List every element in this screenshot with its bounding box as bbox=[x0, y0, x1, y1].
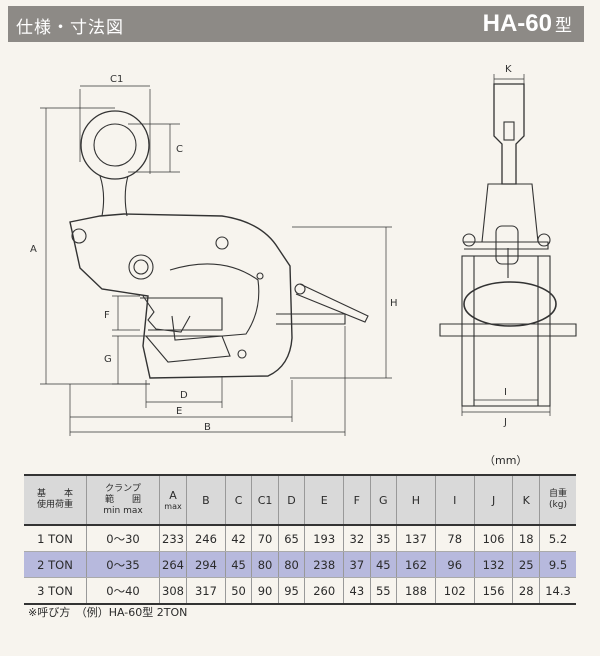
header-f: F bbox=[343, 474, 371, 526]
header-b: B bbox=[186, 474, 226, 526]
cell-weight: 9.5 bbox=[539, 551, 576, 578]
header-weight: 自重 (kg) bbox=[539, 474, 576, 526]
label-e: E bbox=[176, 406, 182, 417]
label-c: C bbox=[176, 144, 183, 155]
dimension-labels: C1 C A F G H D E B K I J bbox=[30, 64, 512, 433]
cell-c1: 70 bbox=[251, 525, 279, 552]
header-d: D bbox=[278, 474, 306, 526]
label-g: G bbox=[104, 354, 112, 365]
label-f: F bbox=[104, 310, 110, 321]
cell-i: 78 bbox=[435, 525, 475, 552]
cell-g: 45 bbox=[370, 551, 398, 578]
cell-f: 43 bbox=[343, 577, 371, 605]
label-d: D bbox=[180, 390, 188, 401]
lifting-eye bbox=[80, 110, 150, 217]
cell-range: 0〜40 bbox=[86, 577, 160, 605]
cell-b: 294 bbox=[186, 551, 226, 578]
cell-j: 156 bbox=[474, 577, 514, 605]
header-c1: C1 bbox=[251, 474, 279, 526]
header-i: I bbox=[435, 474, 475, 526]
cell-k: 18 bbox=[512, 525, 540, 552]
front-view bbox=[439, 83, 577, 407]
cell-i: 102 bbox=[435, 577, 475, 605]
label-i: I bbox=[504, 387, 507, 398]
cell-j: 106 bbox=[474, 525, 514, 552]
cell-b: 317 bbox=[186, 577, 226, 605]
cell-c1: 90 bbox=[251, 577, 279, 605]
model-suffix: 型 bbox=[555, 16, 572, 35]
header-e: E bbox=[304, 474, 345, 526]
header-g: G bbox=[370, 474, 398, 526]
cell-a: 264 bbox=[159, 551, 187, 578]
cell-k: 25 bbox=[512, 551, 540, 578]
unit-label: （mm） bbox=[484, 454, 528, 467]
label-k: K bbox=[505, 64, 512, 75]
cell-weight: 5.2 bbox=[539, 525, 576, 552]
cell-i: 96 bbox=[435, 551, 475, 578]
header-k: K bbox=[512, 474, 540, 526]
clamp-body bbox=[69, 213, 369, 379]
label-b: B bbox=[204, 422, 211, 433]
model-number: HA-60 bbox=[482, 10, 552, 37]
cell-range: 0〜35 bbox=[86, 551, 160, 578]
cell-h: 188 bbox=[396, 577, 436, 605]
cell-h: 162 bbox=[396, 551, 436, 578]
header-a-label: A bbox=[169, 489, 177, 502]
cell-f: 37 bbox=[343, 551, 371, 578]
header-range: クランプ 範 囲 min max bbox=[86, 474, 160, 526]
cell-load: 1 TON bbox=[24, 525, 87, 552]
cell-d: 65 bbox=[278, 525, 306, 552]
header-c: C bbox=[225, 474, 253, 526]
cell-c: 45 bbox=[225, 551, 253, 578]
header-j: J bbox=[474, 474, 514, 526]
cell-c1: 80 bbox=[251, 551, 279, 578]
cell-e: 238 bbox=[304, 551, 345, 578]
label-c1: C1 bbox=[110, 74, 123, 85]
cell-h: 137 bbox=[396, 525, 436, 552]
cell-j: 132 bbox=[474, 551, 514, 578]
cell-c: 50 bbox=[225, 577, 253, 605]
cell-b: 246 bbox=[186, 525, 226, 552]
label-a: A bbox=[30, 244, 37, 255]
dimension-drawing: C1 C A F G H D E B K I J bbox=[30, 64, 577, 436]
cell-a: 233 bbox=[159, 525, 187, 552]
header-a-sub: max bbox=[164, 502, 182, 511]
cell-d: 95 bbox=[278, 577, 306, 605]
header-h: H bbox=[396, 474, 436, 526]
header-load: 基 本 使用荷重 bbox=[24, 474, 87, 526]
cell-d: 80 bbox=[278, 551, 306, 578]
cell-load: 3 TON bbox=[24, 577, 87, 605]
cell-weight: 14.3 bbox=[539, 577, 576, 605]
ordering-note: ※呼び方 （例）HA-60型 2TON bbox=[28, 606, 188, 619]
label-j: J bbox=[503, 417, 507, 428]
page-title: 仕様・寸法図 bbox=[16, 18, 124, 38]
cell-f: 32 bbox=[343, 525, 371, 552]
cell-g: 55 bbox=[370, 577, 398, 605]
cell-k: 28 bbox=[512, 577, 540, 605]
cell-e: 260 bbox=[304, 577, 345, 605]
cell-c: 42 bbox=[225, 525, 253, 552]
cell-range: 0〜30 bbox=[86, 525, 160, 552]
label-h: H bbox=[390, 298, 398, 309]
dimension-lines bbox=[40, 74, 551, 436]
cell-load: 2 TON bbox=[24, 551, 87, 578]
cell-a: 308 bbox=[159, 577, 187, 605]
cell-e: 193 bbox=[304, 525, 345, 552]
cell-g: 35 bbox=[370, 525, 398, 552]
